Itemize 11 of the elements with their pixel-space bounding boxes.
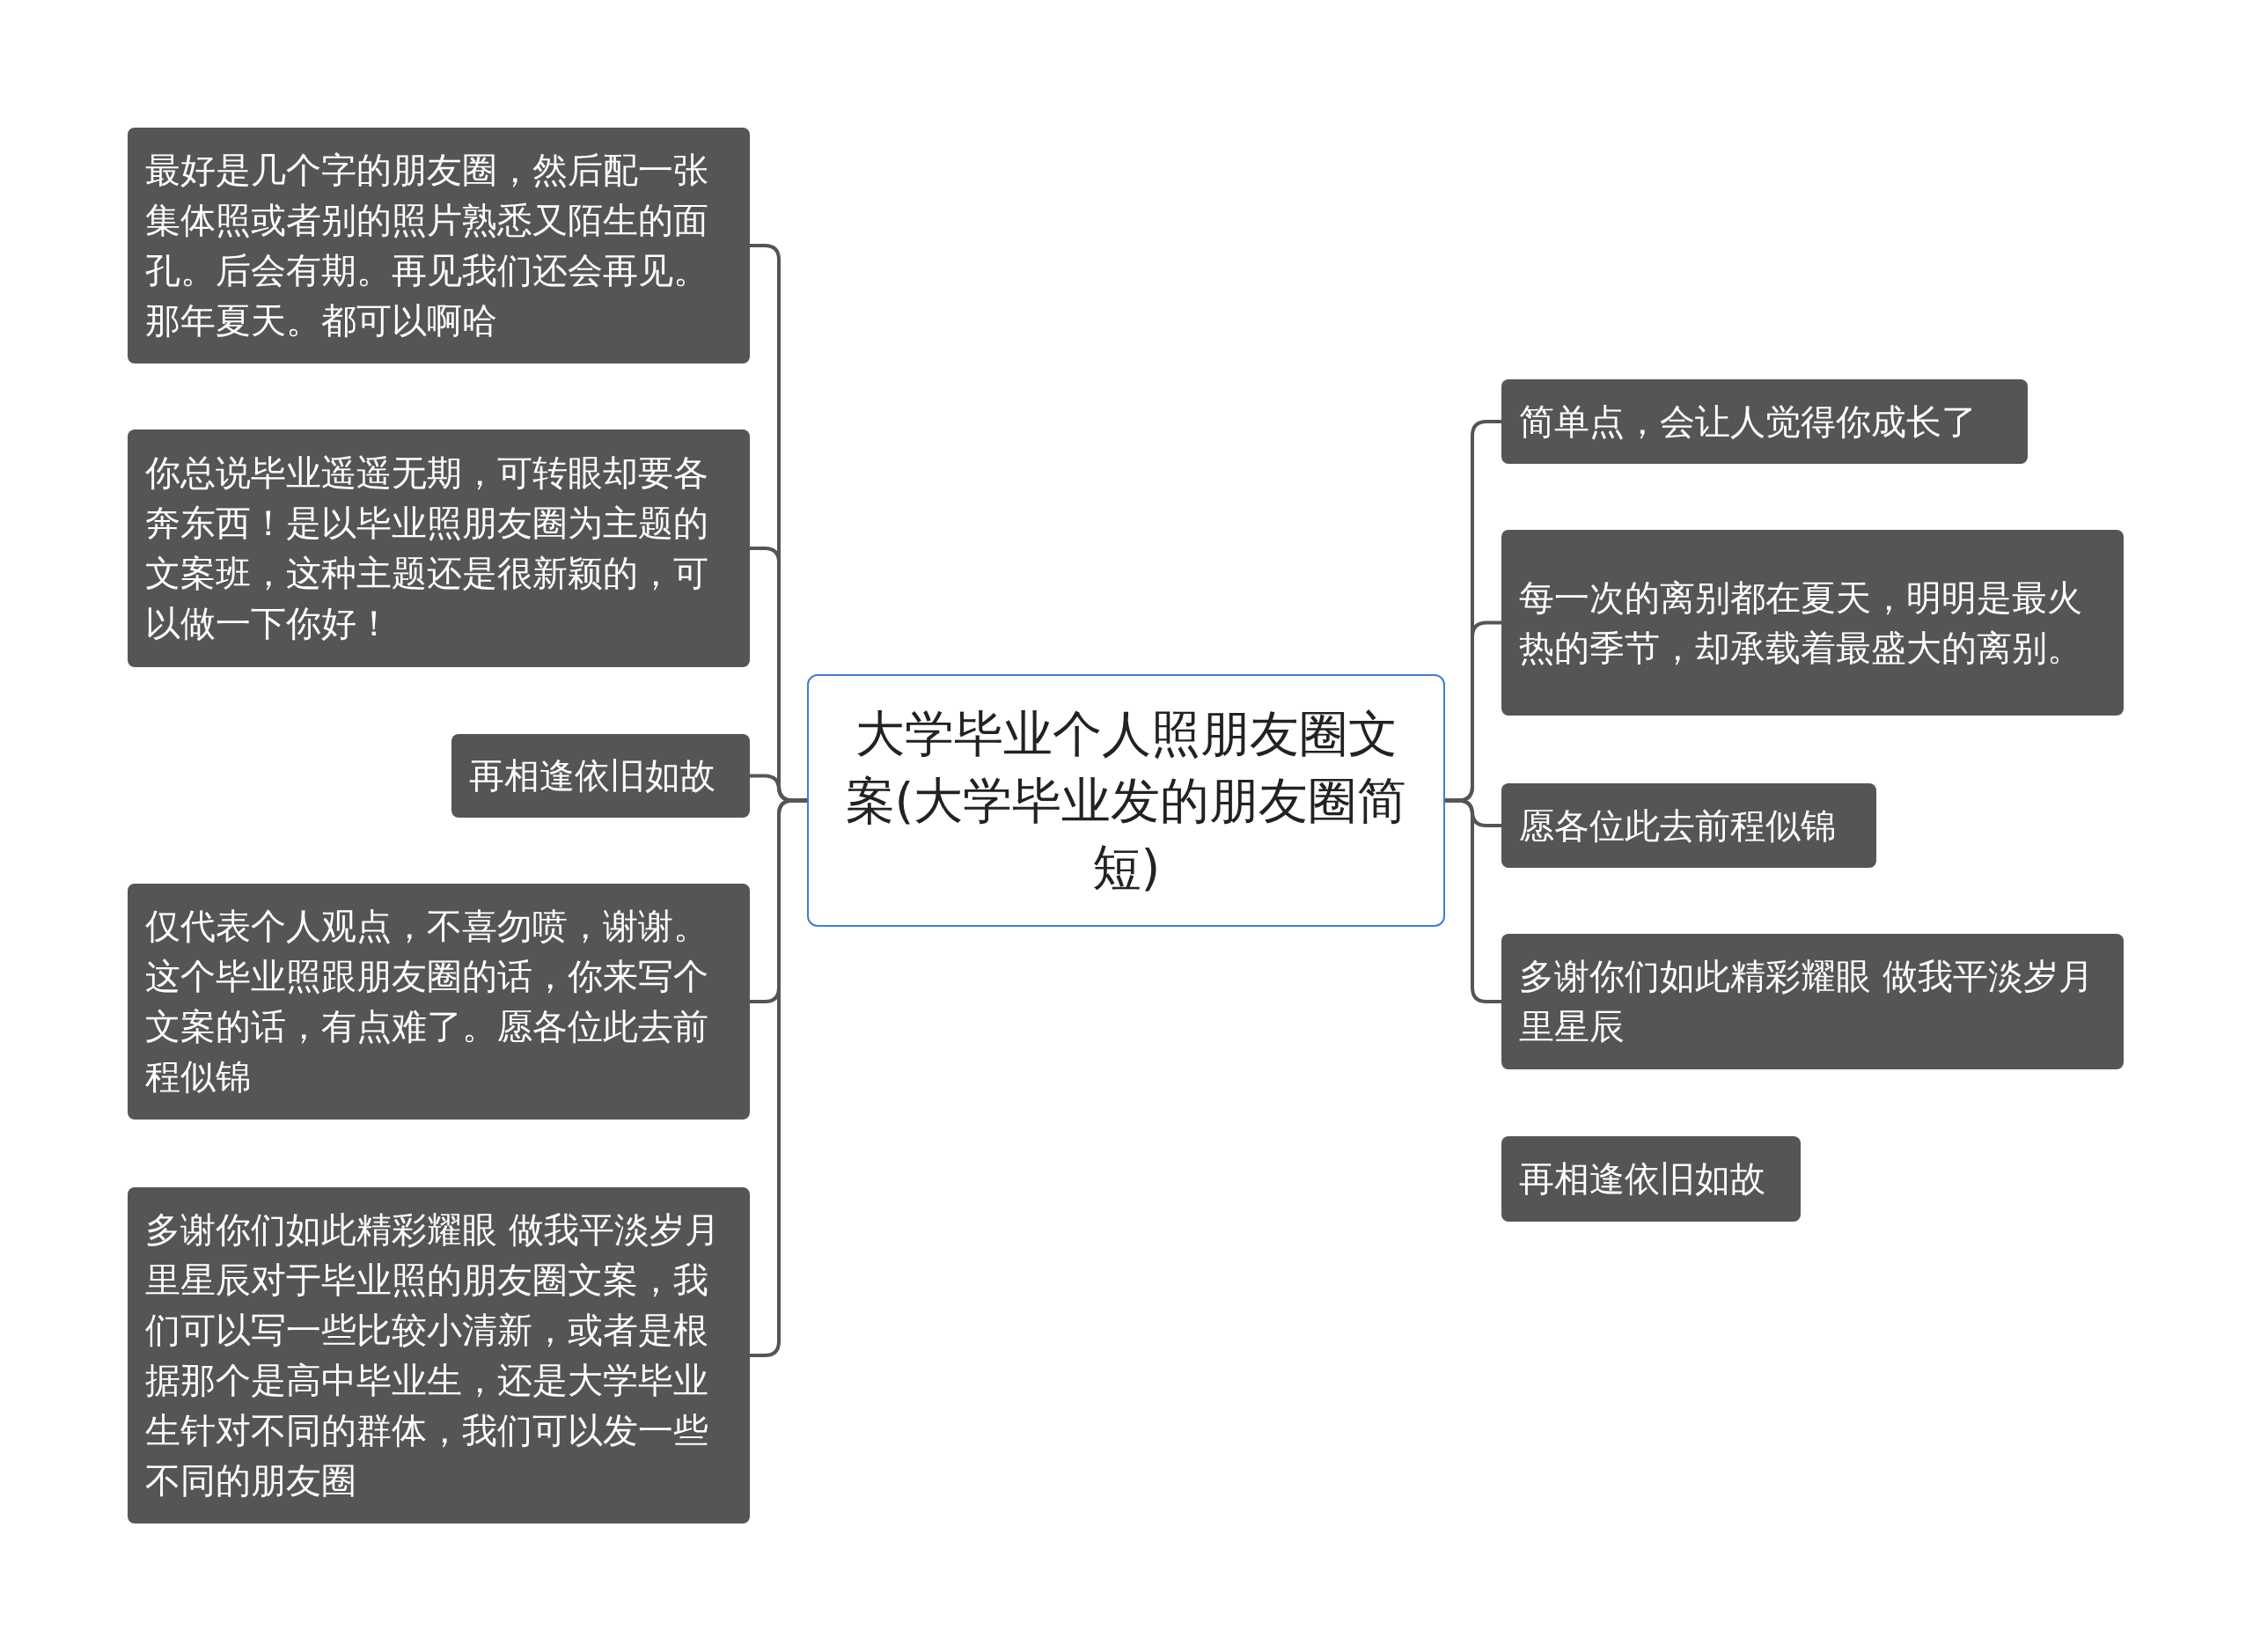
- topic-box: 再相逢依旧如故: [1501, 1136, 1801, 1222]
- topic-box: 愿各位此去前程似锦: [1501, 783, 1876, 868]
- topic-box: 多谢你们如此精彩耀眼 做我平淡岁月里星辰对于毕业照的朋友圈文案，我们可以写一些比较小清新，或者是根据那个是高中毕业生，还是大学毕业生针对不同的群体，我们可以发一些不同的朋友圈: [128, 1187, 750, 1524]
- topic-box: 多谢你们如此精彩耀眼 做我平淡岁月里星辰: [1501, 934, 2124, 1069]
- topic-box: 最好是几个字的朋友圈，然后配一张集体照或者别的照片熟悉又陌生的面孔。后会有期。再见我们还会再见。那年夏天。都可以啊哈: [128, 128, 750, 363]
- topic-box: 仅代表个人观点，不喜勿喷，谢谢。这个毕业照跟朋友圈的话，你来写个文案的话，有点难了。愿各位此去前程似锦: [128, 884, 750, 1120]
- topic-box: 简单点，会让人觉得你成长了: [1501, 379, 2028, 464]
- central-topic-box: 大学毕业个人照朋友圈文案(大学毕业发的朋友圈简短): [807, 674, 1445, 927]
- topic-box: 再相逢依旧如故: [451, 734, 750, 818]
- topic-box: 每一次的离别都在夏天，明明是最火热的季节，却承载着最盛大的离别。: [1501, 530, 2124, 716]
- topic-box: 你总说毕业遥遥无期，可转眼却要各奔东西！是以毕业照朋友圈为主题的文案班，这种主题还是很新颖的，可以做一下你好！: [128, 430, 750, 667]
